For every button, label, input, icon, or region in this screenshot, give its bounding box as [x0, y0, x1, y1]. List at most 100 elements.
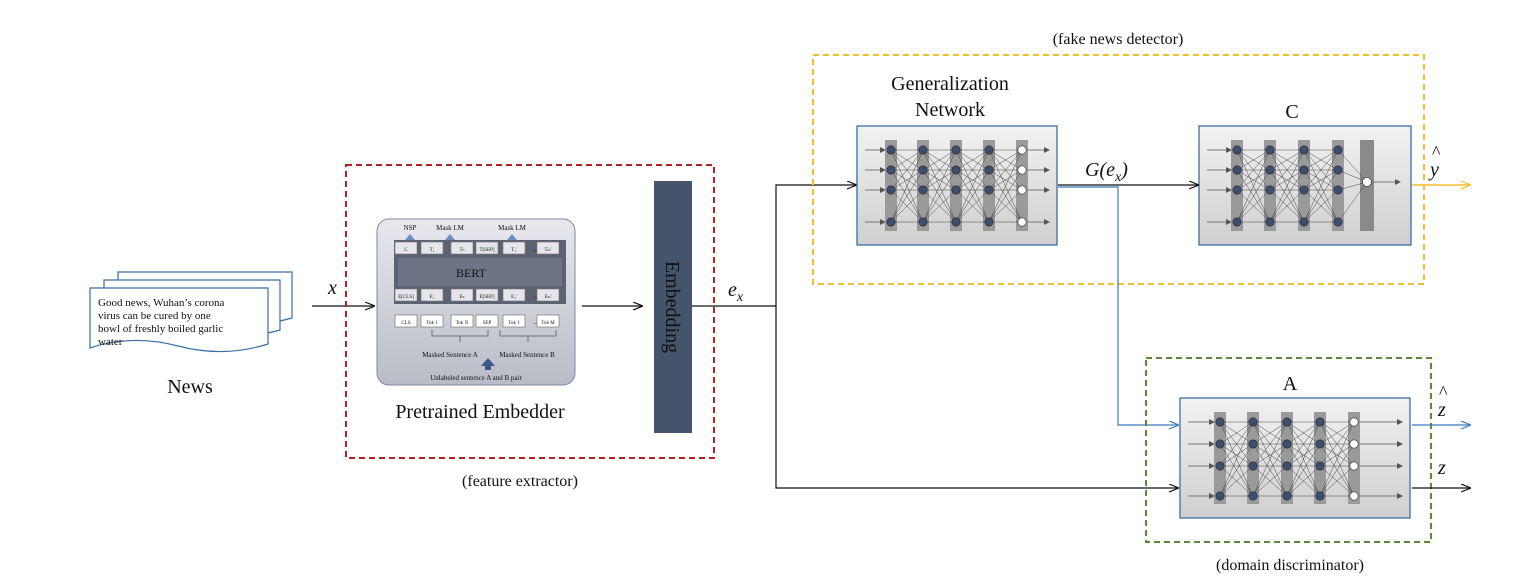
- bert-token-box: [502, 288, 526, 302]
- connection: [955, 149, 990, 191]
- news-text-line-2: virus can be cured by one: [98, 310, 211, 322]
- hidden-node: [1265, 165, 1275, 175]
- connection: [1286, 443, 1321, 497]
- hidden-node: [1232, 217, 1242, 227]
- bert-token-label: ...: [533, 318, 539, 326]
- connection: [890, 169, 924, 191]
- hidden-node: [1215, 461, 1225, 471]
- hidden-node: [1232, 185, 1242, 195]
- hidden-node: [1232, 145, 1242, 155]
- bert-sentence-a: Masked Sentence A: [422, 351, 478, 359]
- connection: [890, 189, 924, 223]
- connection: [1236, 169, 1271, 191]
- bert-token-box: [450, 314, 474, 328]
- connection: [1286, 443, 1321, 467]
- connection: [1303, 169, 1339, 191]
- bert-panel: NSP Mask LM Mask LM BERT CT₁...TₙT[SEP]T…: [376, 218, 576, 386]
- embedding-label: Embedding: [661, 261, 683, 353]
- bert-token-label: Tₙ: [459, 248, 464, 253]
- layer-bar: [917, 140, 929, 231]
- bert-token-label: E₁': [511, 295, 517, 300]
- connection: [1286, 465, 1321, 497]
- connection: [1319, 421, 1355, 467]
- hidden-node: [1333, 185, 1343, 195]
- news-caption: News: [167, 376, 213, 398]
- output-node: [1349, 461, 1359, 471]
- bert-token-box: [502, 314, 526, 328]
- hidden-node: [1248, 439, 1258, 449]
- connection: [955, 169, 990, 191]
- arrow-generalization-to-discriminator: [1058, 186, 1178, 425]
- connection: [890, 149, 924, 223]
- layer-bar: [1264, 140, 1276, 231]
- bert-token-box: [536, 241, 560, 255]
- news-text-line-4: water: [98, 336, 123, 348]
- connection: [988, 149, 1023, 223]
- connection: [1303, 189, 1339, 223]
- connection: [1252, 443, 1288, 497]
- hidden-node: [886, 145, 896, 155]
- discriminator-label: A: [1283, 373, 1298, 395]
- connection: [922, 149, 957, 171]
- hidden-node: [1282, 461, 1292, 471]
- bert-token-label: Tok 1: [426, 321, 438, 326]
- fake-news-detector-caption: (fake news detector): [1053, 31, 1184, 48]
- hidden-node: [1265, 145, 1275, 155]
- layer-bar: [1214, 412, 1226, 504]
- connection: [1236, 189, 1271, 223]
- output-node: [1349, 491, 1359, 501]
- hidden-node: [1315, 417, 1325, 427]
- connection: [1219, 465, 1254, 497]
- bert-top-label-masklm-2: Mask LM: [498, 224, 527, 232]
- connection: [1219, 421, 1254, 467]
- layer-bar: [1314, 412, 1326, 504]
- hidden-node: [1299, 145, 1309, 155]
- connection: [1236, 149, 1271, 191]
- connection: [1337, 181, 1368, 223]
- layer-bar: [1348, 412, 1360, 504]
- connection: [988, 149, 1023, 191]
- connection: [1319, 443, 1355, 467]
- hidden-node: [886, 185, 896, 195]
- hidden-node: [918, 217, 928, 227]
- bert-token-box: [450, 288, 474, 302]
- connection: [1252, 465, 1288, 497]
- bert-token-label: CLS: [401, 321, 410, 326]
- hidden-node: [1282, 439, 1292, 449]
- hidden-node: [1299, 165, 1309, 175]
- embedding-bar: [654, 181, 692, 433]
- connection: [1236, 149, 1271, 171]
- news-text-line-1: Good news, Wuhan’s corona: [98, 297, 225, 309]
- output-z-hat-symbol: z: [1437, 399, 1446, 421]
- connection: [890, 169, 924, 223]
- hidden-node: [1333, 217, 1343, 227]
- news-document: Good news, Wuhan’s corona virus can be c…: [89, 271, 293, 353]
- bert-token-label: ...: [533, 292, 539, 300]
- hidden-node: [984, 165, 994, 175]
- connection: [1252, 421, 1288, 445]
- connection: [1269, 169, 1305, 223]
- bert-token-box: [420, 288, 444, 302]
- bert-token-box: [394, 288, 418, 302]
- bert-sentence-b: Masked Sentence B: [499, 351, 555, 359]
- hidden-node: [951, 185, 961, 195]
- connection: [1252, 421, 1288, 467]
- hidden-node: [1315, 491, 1325, 501]
- hidden-node: [886, 217, 896, 227]
- hidden-node: [1282, 491, 1292, 501]
- layer-bar: [1231, 140, 1243, 231]
- bert-token-label: E[CLS]: [398, 295, 414, 300]
- bert-token-box: [394, 314, 418, 328]
- generalization-network-label-line1: Generalization: [891, 73, 1009, 95]
- hidden-node: [918, 145, 928, 155]
- layer-bar: [1332, 140, 1344, 231]
- hidden-node: [886, 165, 896, 175]
- connection: [1269, 149, 1305, 191]
- bert-token-label: Tok 1: [508, 321, 520, 326]
- connection: [955, 189, 990, 223]
- bert-token-box: [475, 314, 499, 328]
- arrow-embedding-to-generalization: [775, 185, 856, 306]
- connection: [1219, 421, 1254, 497]
- bert-token-label: Eₘ': [544, 295, 551, 300]
- connection: [1337, 181, 1368, 191]
